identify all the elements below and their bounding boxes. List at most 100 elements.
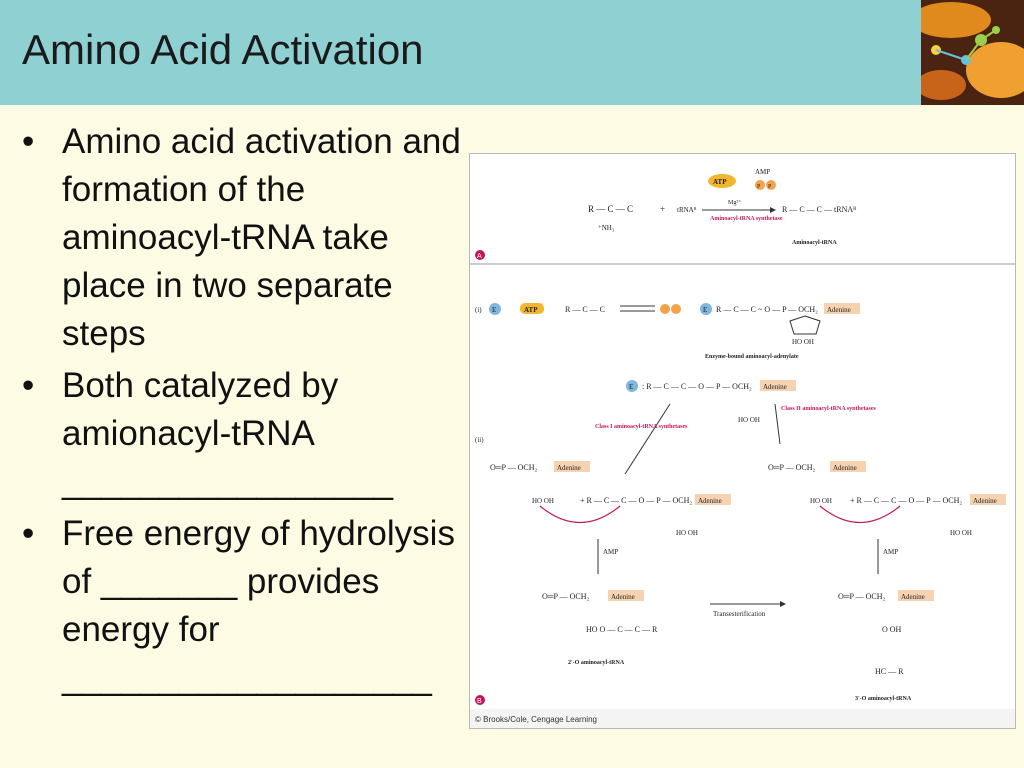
product-3-label: 3'-O aminoacyl-tRNA — [855, 696, 912, 702]
slide-title: Amino Acid Activation — [22, 26, 424, 73]
bullet-dot: • — [22, 366, 35, 405]
amp-label: AMP — [883, 548, 898, 556]
ester-chain: HC — R — [875, 667, 904, 676]
bullet-item: • Amino acid activation and formation of… — [22, 118, 472, 358]
bullet-dot: • — [22, 514, 35, 553]
panel-b-badge-letter: B — [477, 698, 482, 705]
adenine-box — [760, 380, 796, 391]
adenine-label: Adenine — [763, 383, 787, 391]
product-aminoacyl-trna: R — C — C — tRNAᴿ — [782, 205, 857, 214]
ribose-ring — [789, 315, 821, 335]
amp-label: AMP — [755, 168, 770, 176]
trna-phosphate: O═P — OCH₂ — [838, 592, 885, 601]
panel-b-step-ii: (ii) E : R — C — C — O — P — OCH₂ Adenin… — [475, 380, 1006, 705]
trna-hydroxyls: HO OH — [532, 497, 554, 505]
plus-sign: + — [660, 204, 665, 214]
figure-credit: © Brooks/Cole, Cengage Learning — [475, 715, 597, 724]
adenine-label: Adenine — [698, 497, 722, 505]
bullet-list: • Amino acid activation and formation of… — [22, 118, 472, 702]
enzyme-e: E — [703, 306, 707, 314]
panel-a-badge — [475, 250, 485, 260]
ester-chain: HO O — C — C — R — [586, 625, 658, 634]
amp-label: AMP — [603, 548, 618, 556]
panel-b-step-i: (i) E ATP R — C — C E R — C — C ~ O — P … — [475, 303, 860, 360]
class-ii-label: Class II aminoacyl-tRNA synthetases — [781, 406, 877, 412]
adenine-label: Adenine — [557, 464, 581, 472]
ribose-hydroxyls: HO OH — [950, 529, 972, 537]
ester-chain: O OH — [882, 625, 902, 634]
enzyme-e: E — [629, 383, 633, 391]
pyrophosphate-circle — [660, 304, 670, 314]
arrow-head — [780, 601, 786, 607]
enzyme-circle — [626, 380, 638, 392]
class-i-label: Class I aminoacyl-tRNA synthetases — [595, 424, 688, 430]
ribose-hydroxyls: HO OH — [676, 529, 698, 537]
atp-label: ATP — [713, 178, 727, 186]
class-ii-arrow — [774, 403, 781, 445]
adenine-box — [608, 590, 644, 601]
enzyme-label: Aminoacyl-tRNA synthetase — [710, 216, 783, 222]
adenine-label: Adenine — [827, 306, 851, 314]
adenine-label: Adenine — [973, 497, 997, 505]
attack-arrow — [539, 505, 621, 524]
transesterification-label: Transesterification — [713, 610, 766, 618]
bullet-dot: • — [22, 122, 35, 161]
arrow-head — [770, 207, 776, 213]
panel-a: R — C — C ⁺NH₃ + tRNAᴿ ATP AMP P P Mg²⁺ … — [470, 168, 1015, 265]
p-label: P — [757, 184, 761, 190]
trna-phosphate: O═P — OCH₂ — [768, 463, 815, 472]
enzyme-circle — [700, 303, 712, 315]
atp-badge — [708, 174, 736, 188]
adenylate-chain: : R — C — C — O — P — OCH₂ — [642, 382, 752, 391]
trna-reactant: tRNAᴿ — [677, 206, 697, 214]
ribose-hydroxyls: HO OH — [738, 416, 760, 424]
trna-phosphate: O═P — OCH₂ — [490, 463, 537, 472]
trna-hydroxyls: HO OH — [810, 497, 832, 505]
panel-b-badge — [475, 695, 485, 705]
bullet-text: Free energy of hydrolysis of _______ pro… — [62, 514, 455, 697]
adenylate-chain: R — C — C ~ O — P — OCH₂ — [716, 305, 818, 314]
credit-bar — [470, 709, 1015, 728]
atp-label: ATP — [524, 306, 538, 314]
mg-label: Mg²⁺ — [728, 199, 741, 206]
adenylate-chain: + R — C — C — O — P — OCH₂ — [580, 496, 692, 505]
p-label: P — [768, 184, 772, 190]
ribose-hydroxyls: HO OH — [792, 338, 814, 346]
adenine-label: Adenine — [611, 593, 635, 601]
adenine-box — [695, 494, 731, 505]
pyrophosphate-circle — [671, 304, 681, 314]
product-label: Aminoacyl-tRNA — [792, 240, 837, 246]
amino-acid: R — C — C — [565, 305, 605, 314]
enzyme-e: E — [492, 306, 496, 314]
trna-phosphate: O═P — OCH₂ — [542, 592, 589, 601]
adenine-label: Adenine — [833, 464, 857, 472]
reactant-amino-group: ⁺NH₃ — [598, 224, 615, 232]
adenine-box — [970, 494, 1006, 505]
pyrophosphate-circle — [755, 180, 765, 190]
bullet-text: Both catalyzed by amionacyl-tRNA _______… — [62, 366, 393, 501]
reaction-diagram: R — C — C ⁺NH₃ + tRNAᴿ ATP AMP P P Mg²⁺ … — [470, 168, 1015, 728]
step-ii-label: (ii) — [475, 436, 484, 444]
atp-badge — [520, 303, 544, 314]
bullet-item: • Free energy of hydrolysis of _______ p… — [22, 510, 472, 702]
adenine-box — [554, 461, 590, 472]
reaction-figure: R — C — C ⁺NH₃ + tRNAᴿ ATP AMP P P Mg²⁺ … — [469, 153, 1016, 729]
class-i-arrow — [624, 403, 671, 475]
adenine-box — [898, 590, 934, 601]
slide-header: Amino Acid Activation — [0, 0, 1024, 105]
adenine-box — [824, 303, 860, 314]
pyrophosphate-circle — [766, 180, 776, 190]
product-2-label: 2'-O aminoacyl-tRNA — [568, 660, 625, 666]
attack-arrow — [819, 505, 901, 524]
adenine-label: Adenine — [901, 593, 925, 601]
reactant-amino-acid: R — C — C — [588, 204, 633, 214]
step-i-label: (i) — [475, 306, 482, 314]
adenylate-chain: + R — C — C — O — P — OCH₂ — [850, 496, 962, 505]
adenylate-label: Enzyme-bound aminoacyl-adenylate — [705, 354, 799, 360]
bullet-text: Amino acid activation and formation of t… — [62, 122, 461, 353]
adenine-box — [830, 461, 866, 472]
panel-a-badge-letter: A — [477, 253, 482, 260]
bullet-item: • Both catalyzed by amionacyl-tRNA _____… — [22, 362, 472, 506]
decorative-molecule-image — [921, 0, 1024, 105]
enzyme-circle — [489, 303, 501, 315]
